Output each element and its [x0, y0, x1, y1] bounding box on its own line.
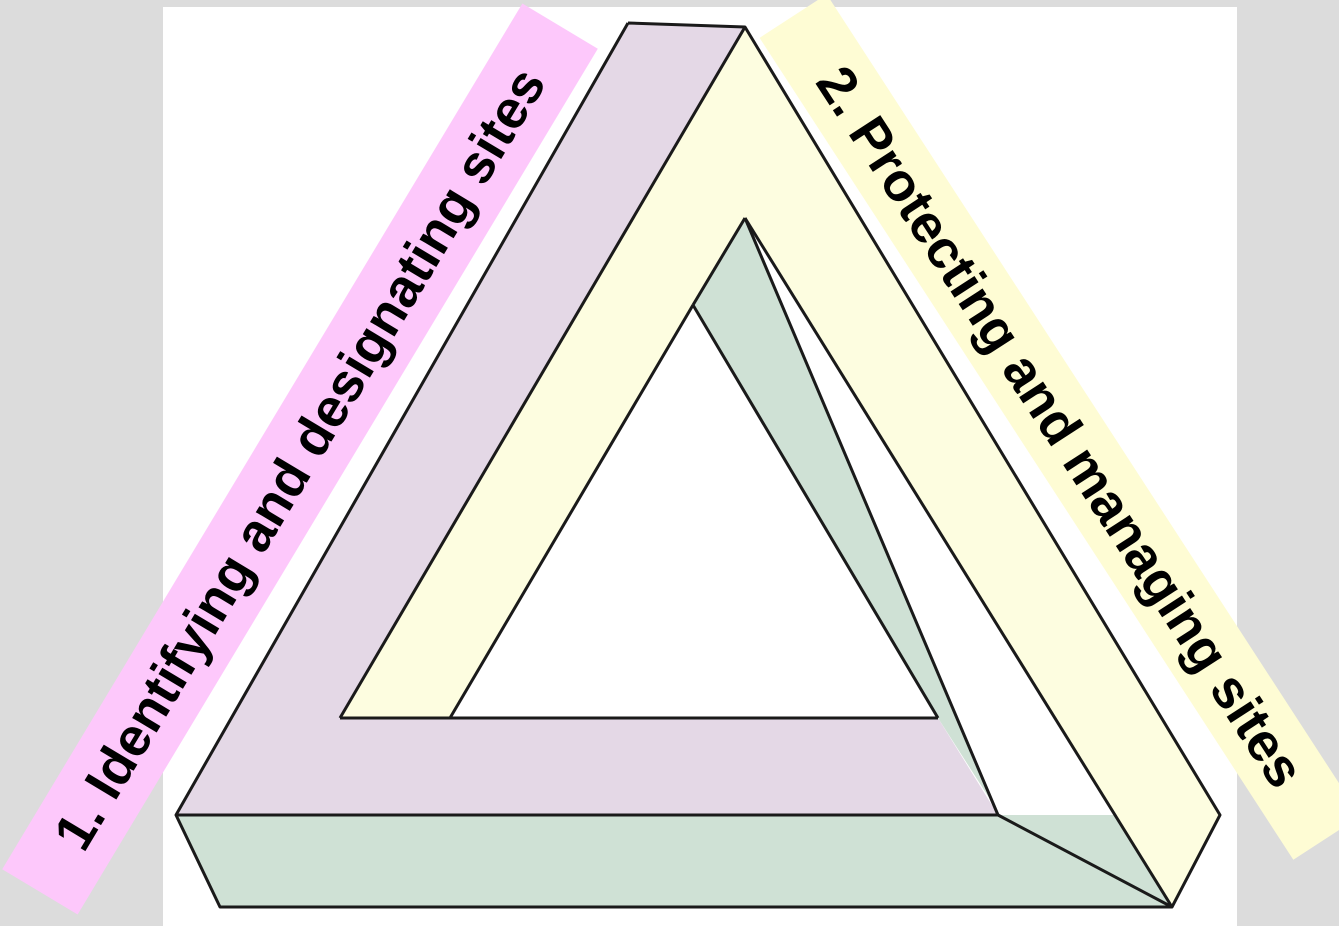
- penrose-triangle: [0, 0, 1339, 926]
- diagram-canvas: 1. Identifying and designating sites 2. …: [0, 0, 1339, 926]
